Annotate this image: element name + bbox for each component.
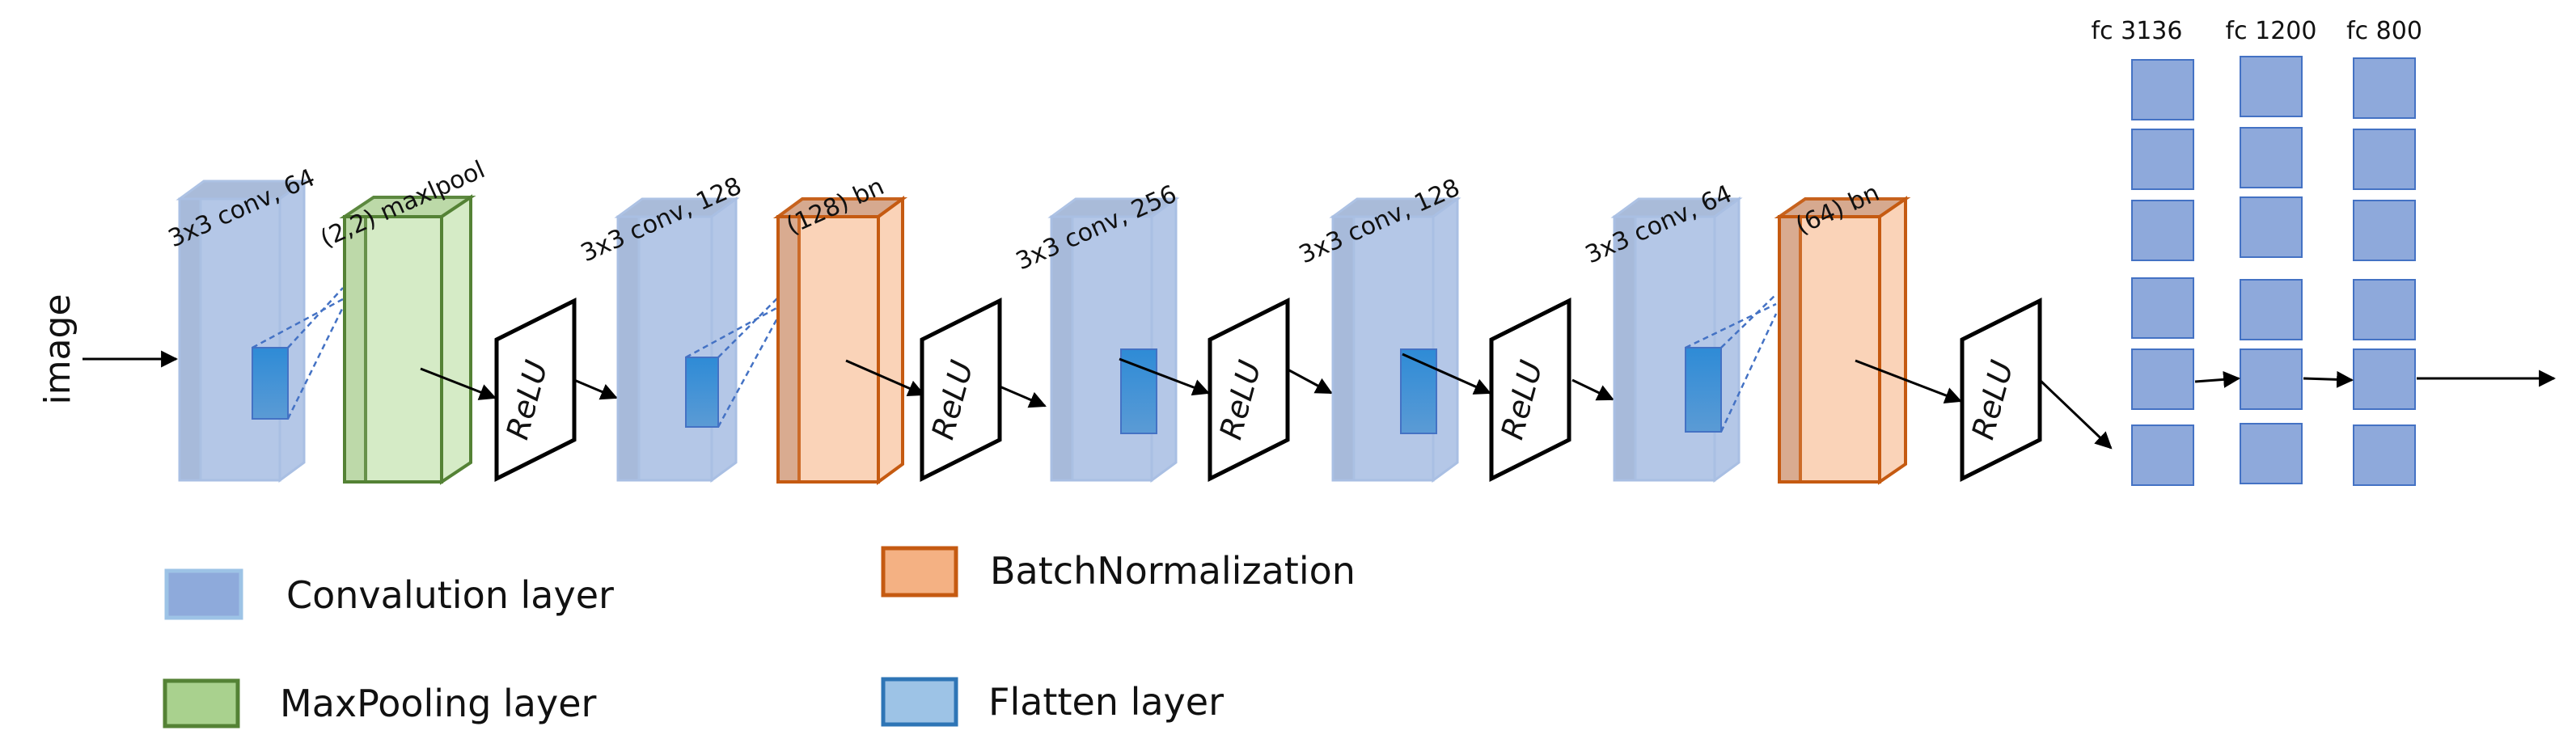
fc3-node bbox=[2353, 348, 2416, 410]
arrow-conv4-relu4 bbox=[1402, 353, 1491, 395]
fc2-label: fc 1200 bbox=[2226, 17, 2317, 45]
fc1-node bbox=[2131, 129, 2194, 190]
relu3-box bbox=[1208, 297, 1290, 483]
bn2-block-right bbox=[1878, 196, 1907, 485]
conv4-block-right bbox=[1432, 196, 1459, 483]
fc3-node bbox=[2353, 424, 2416, 486]
fc2-node bbox=[2240, 279, 2303, 340]
arrow-relu1-conv2 bbox=[573, 378, 618, 400]
fc1-node bbox=[2131, 424, 2194, 486]
conv1-kernel bbox=[252, 347, 289, 420]
conv1-rf-line bbox=[286, 306, 345, 420]
legend-swatch-flatten bbox=[881, 677, 958, 727]
fc2-node bbox=[2240, 196, 2303, 258]
conv5-rf-line bbox=[1685, 302, 1777, 349]
conv2-kernel bbox=[685, 357, 719, 428]
conv3-kernel bbox=[1120, 348, 1157, 434]
fc3-node bbox=[2353, 129, 2416, 190]
conv2-rf-line bbox=[717, 297, 779, 358]
conv2-rf-line bbox=[717, 316, 780, 428]
pool1-block-right bbox=[440, 194, 472, 485]
relu2-box bbox=[920, 297, 1002, 483]
legend-label-pool: MaxPooling layer bbox=[280, 682, 597, 725]
conv1-rf-line bbox=[252, 298, 344, 349]
conv3-block-edge bbox=[1050, 215, 1074, 482]
conv5-rf-line bbox=[1720, 294, 1777, 348]
conv1-rf-line bbox=[287, 287, 344, 348]
relu1-box bbox=[494, 297, 577, 483]
fc2-node bbox=[2240, 423, 2303, 484]
arrow-conv3-relu3 bbox=[1119, 357, 1210, 396]
relu5-box bbox=[1960, 297, 2042, 483]
fc1-node bbox=[2131, 277, 2194, 339]
fc2-node bbox=[2240, 348, 2303, 410]
conv5-block-edge bbox=[1613, 215, 1637, 482]
legend-swatch-conv bbox=[164, 568, 243, 620]
arrow-fc1-fc2 bbox=[2194, 370, 2241, 388]
fc2-node bbox=[2240, 127, 2303, 188]
conv2-block-right bbox=[710, 196, 738, 483]
conv3-block-right bbox=[1150, 196, 1178, 483]
conv5-block-right bbox=[1713, 196, 1741, 483]
arrow-bn2-relu5 bbox=[1855, 359, 1962, 404]
fc3-node bbox=[2353, 279, 2416, 340]
fc3-node bbox=[2353, 57, 2416, 119]
arrow-relu4-conv5 bbox=[1571, 378, 1614, 401]
fc1-node bbox=[2131, 59, 2194, 120]
arrow-pool1-relu1 bbox=[420, 367, 497, 400]
bn1-block-edge bbox=[776, 215, 801, 484]
fc1-node bbox=[2131, 348, 2194, 410]
input-label: image bbox=[37, 294, 78, 404]
arrow-bn1-relu2 bbox=[845, 359, 925, 397]
legend-label-conv: Convalution layer bbox=[286, 573, 614, 617]
fc2-node bbox=[2240, 56, 2303, 117]
conv4-block-edge bbox=[1331, 215, 1356, 482]
conv2-block-edge bbox=[616, 215, 641, 482]
conv2-rf-line bbox=[685, 306, 779, 359]
fc3-node bbox=[2353, 200, 2416, 261]
arrow-relu5-fc1 bbox=[2038, 378, 2113, 450]
arrow-relu3-conv4 bbox=[1288, 369, 1333, 395]
legend-swatch-bn bbox=[881, 546, 958, 598]
legend-label-flatten: Flatten layer bbox=[988, 680, 1224, 724]
legend-swatch-pool bbox=[163, 678, 240, 729]
legend-label-bn: BatchNormalization bbox=[990, 549, 1356, 593]
pool1-block-edge bbox=[343, 215, 367, 484]
relu4-box bbox=[1489, 297, 1571, 483]
fc1-label: fc 3136 bbox=[2092, 17, 2183, 45]
conv1-block-edge bbox=[178, 197, 202, 482]
conv5-rf-line bbox=[1719, 313, 1778, 433]
bn1-block-right bbox=[877, 196, 904, 485]
conv1-block-right bbox=[278, 179, 306, 483]
arrow-fc2-fc3 bbox=[2303, 370, 2354, 388]
arrow-relu2-conv3 bbox=[999, 385, 1047, 408]
bn2-block-edge bbox=[1778, 215, 1802, 484]
conv4-kernel bbox=[1400, 348, 1437, 434]
fc1-node bbox=[2131, 200, 2194, 261]
conv5-kernel bbox=[1685, 347, 1722, 433]
fc3-label: fc 800 bbox=[2346, 17, 2422, 45]
